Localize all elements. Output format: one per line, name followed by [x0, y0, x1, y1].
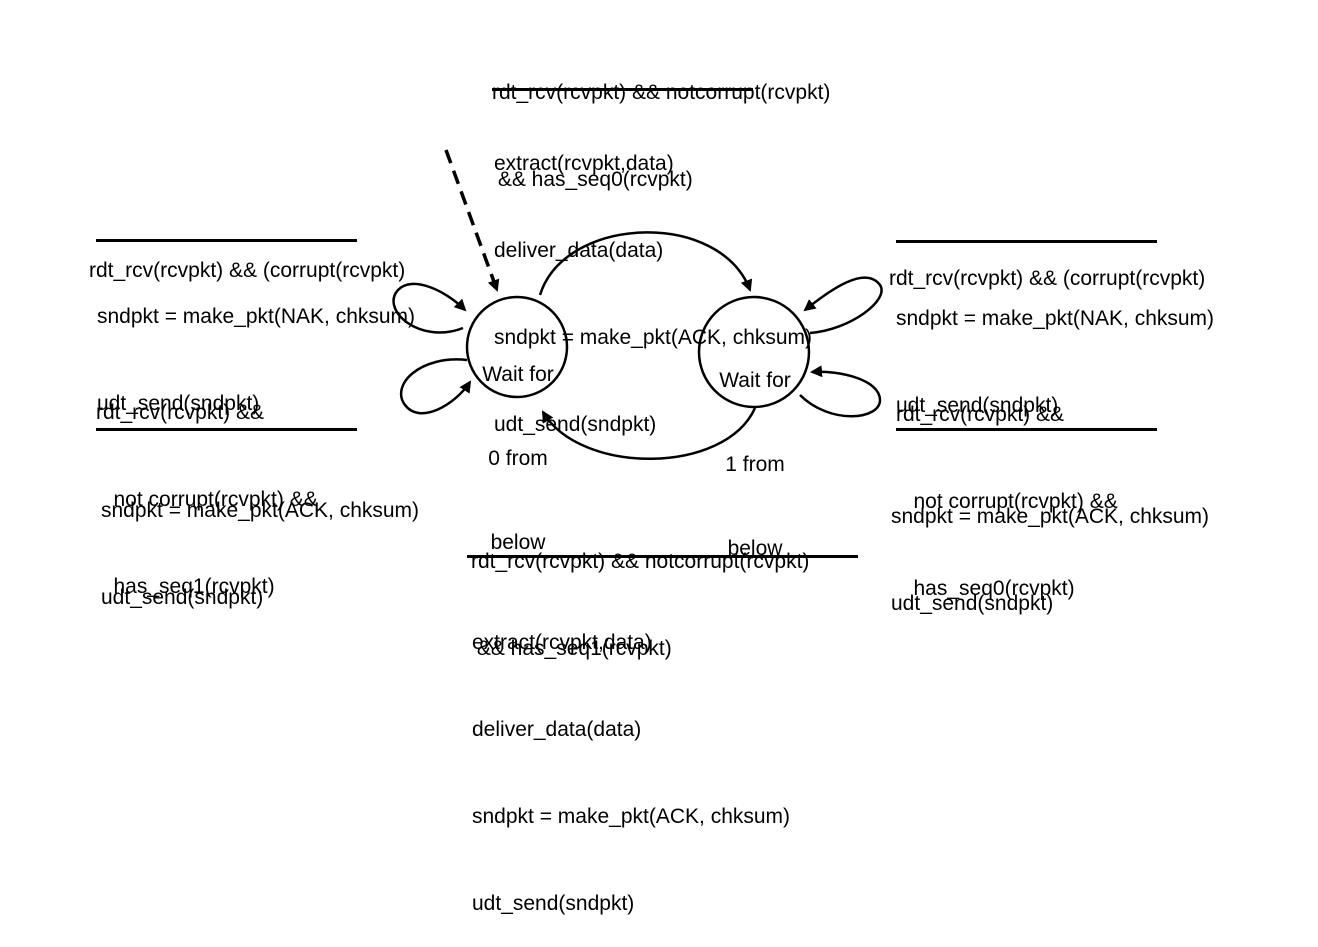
- left-corrupt-divider: [96, 239, 357, 242]
- event-line: rdt_rcv(rcvpkt) && (corrupt(rcvpkt): [89, 259, 406, 282]
- event-line: not corrupt(rcvpkt) &&: [896, 490, 1118, 513]
- state-label-line: below: [727, 537, 783, 560]
- right-corrupt-event-text: rdt_rcv(rcvpkt) && (corrupt(rcvpkt): [889, 206, 1205, 322]
- action-line: sndpkt = make_pkt(ACK, chksum): [494, 326, 813, 349]
- event-line: && has_seq0(rcvpkt): [492, 168, 693, 191]
- transition-arrow-1-to-0: [541, 407, 757, 460]
- state-label-line: 0 from: [488, 447, 548, 470]
- self-loop-left-corrupt: [392, 282, 467, 334]
- self-loop-right-dup: [799, 365, 882, 418]
- state-label-line: Wait for: [719, 369, 791, 392]
- state-label-line: 1 from: [725, 453, 785, 476]
- event-line: rdt_rcv(rcvpkt) && notcorrupt(rcvpkt): [492, 81, 831, 104]
- bottom-action-text: extract(rcvpkt,data) deliver_data(data) …: [472, 570, 790, 947]
- left-corrupt-action-text: sndpkt = make_pkt(NAK, chksum) udt_send(…: [97, 244, 415, 447]
- action-line: udt_send(sndpkt): [891, 592, 1054, 615]
- action-line: sndpkt = make_pkt(ACK, chksum): [891, 505, 1210, 528]
- left-dup-event-text: rdt_rcv(rcvpkt) && not corrupt(rcvpkt) &…: [96, 340, 318, 630]
- top-event-text: rdt_rcv(rcvpkt) && notcorrupt(rcvpkt) &&…: [492, 20, 830, 223]
- action-line: udt_send(sndpkt): [472, 892, 635, 915]
- state-label-line: below: [490, 531, 546, 554]
- left-dup-action-text: sndpkt = make_pkt(ACK, chksum) udt_send(…: [101, 438, 419, 641]
- action-line: udt_send(sndpkt): [896, 394, 1059, 417]
- right-corrupt-divider: [896, 240, 1157, 243]
- left-corrupt-event-text: rdt_rcv(rcvpkt) && (corrupt(rcvpkt): [89, 198, 405, 314]
- action-line: sndpkt = make_pkt(NAK, chksum): [896, 307, 1215, 330]
- event-line: rdt_rcv(rcvpkt) && (corrupt(rcvpkt): [889, 267, 1206, 290]
- event-line: rdt_rcv(rcvpkt) &&: [896, 403, 1065, 426]
- self-loop-left-dup: [399, 358, 472, 415]
- right-corrupt-action-text: sndpkt = make_pkt(NAK, chksum) udt_send(…: [896, 246, 1214, 449]
- action-line: sndpkt = make_pkt(ACK, chksum): [472, 805, 791, 828]
- top-divider: [492, 88, 753, 91]
- action-line: sndpkt = make_pkt(NAK, chksum): [97, 305, 416, 328]
- initial-state-arrow: [444, 149, 500, 292]
- action-line: udt_send(sndpkt): [97, 392, 260, 415]
- event-line: has_seq0(rcvpkt): [896, 577, 1075, 600]
- action-line: udt_send(sndpkt): [494, 413, 657, 436]
- right-dup-divider: [896, 428, 1157, 431]
- state-wait-for-0-label: Wait for 0 from below: [472, 305, 564, 585]
- bottom-divider: [467, 555, 858, 558]
- action-line: extract(rcvpkt,data): [494, 152, 674, 175]
- event-line: not corrupt(rcvpkt) &&: [96, 488, 318, 511]
- state-wait-for-1: [697, 295, 811, 409]
- transition-arrow-0-to-1: [538, 231, 753, 296]
- right-dup-event-text: rdt_rcv(rcvpkt) && not corrupt(rcvpkt) &…: [896, 342, 1118, 632]
- self-loop-right-corrupt: [803, 276, 883, 335]
- right-dup-action-text: sndpkt = make_pkt(ACK, chksum) udt_send(…: [891, 444, 1209, 647]
- left-dup-divider: [96, 428, 357, 431]
- action-line: deliver_data(data): [472, 718, 642, 741]
- state-wait-for-1-label: Wait for 1 from below: [708, 311, 802, 591]
- action-line: sndpkt = make_pkt(ACK, chksum): [101, 499, 420, 522]
- top-action-text: extract(rcvpkt,data) deliver_data(data) …: [494, 91, 812, 468]
- action-line: udt_send(sndpkt): [101, 586, 264, 609]
- action-line: deliver_data(data): [494, 239, 664, 262]
- fsm-diagram: [392, 149, 883, 460]
- event-line: rdt_rcv(rcvpkt) &&: [96, 401, 265, 424]
- action-line: extract(rcvpkt,data): [472, 631, 652, 654]
- event-line: has_seq1(rcvpkt): [96, 575, 275, 598]
- state-label-line: Wait for: [482, 363, 554, 386]
- event-line: && has_seq1(rcvpkt): [471, 637, 672, 660]
- state-wait-for-0: [465, 295, 569, 399]
